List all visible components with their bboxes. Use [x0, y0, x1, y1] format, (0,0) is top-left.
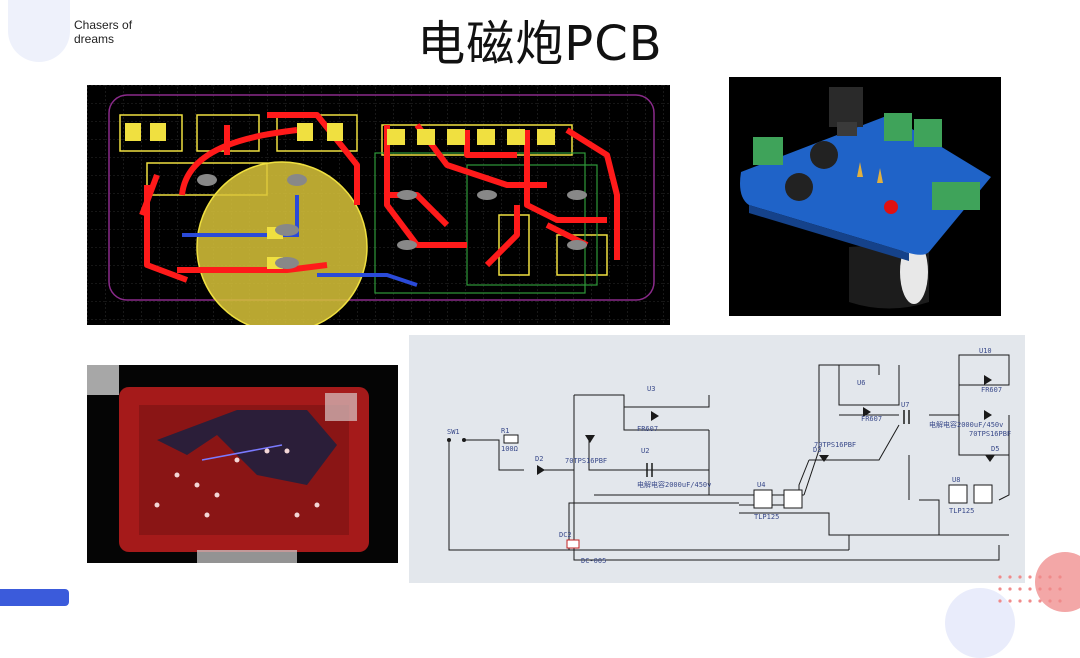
brand-line-1: Chasers of — [74, 18, 133, 32]
pcb-layout-image — [87, 85, 670, 325]
pcb-layout-graphic — [87, 85, 670, 325]
decorative-pink-circle — [1035, 552, 1080, 612]
r1-label: R1 — [501, 427, 509, 435]
u8-label: U8 — [952, 476, 960, 484]
u3-part-label: FR607 — [637, 425, 658, 433]
d3-label: D3 — [813, 446, 821, 454]
v2-part-label: 70TPS16PBF — [814, 441, 856, 449]
v1-part-label: 70TPS16PBF — [565, 457, 607, 465]
u4-part-label: TLP125 — [754, 513, 779, 521]
u9-part-label: 电解电容2000uF/450v — [929, 420, 1003, 429]
pcb-3d-graphic — [729, 77, 1001, 316]
u8-part-label: TLP125 — [949, 507, 974, 515]
pcb-copper-image — [87, 365, 398, 563]
schematic-image: SW1 R1 100Ω D2 U3 FR607 U2 电解电容2000uF/45… — [409, 335, 1025, 583]
brand-decoration — [8, 0, 70, 62]
pcb-copper-graphic — [87, 365, 398, 563]
brand-label: Chasers of dreams — [74, 18, 164, 46]
d5-label: D5 — [991, 445, 999, 453]
u2-label: U2 — [641, 447, 649, 455]
u10-part-label: FR607 — [981, 386, 1002, 394]
u4-label: U4 — [757, 481, 765, 489]
dc2-part-label: DC-005 — [581, 557, 606, 565]
u7-label: U7 — [901, 401, 909, 409]
slide-title: 电磁炮PCB — [417, 16, 663, 72]
pcb-3d-render-image — [729, 77, 1001, 316]
sw1-label: SW1 — [447, 428, 460, 436]
decorative-dots — [998, 575, 1062, 603]
accent-bar — [0, 589, 69, 606]
u10-label: U10 — [979, 347, 992, 355]
dc2-label: DC2 — [559, 531, 572, 539]
u2-part-label: 电解电容2000uF/450v — [637, 480, 711, 489]
d2-label: D2 — [535, 455, 543, 463]
schematic-graphic: SW1 R1 100Ω D2 U3 FR607 U2 电解电容2000uF/45… — [409, 335, 1025, 583]
brand-line-2: dreams — [74, 32, 115, 46]
u6-part-label: FR607 — [861, 415, 882, 423]
u3-label: U3 — [647, 385, 655, 393]
u6-label: U6 — [857, 379, 865, 387]
r1-value-label: 100Ω — [501, 445, 518, 453]
v3-part-label: 70TPS16PBF — [969, 430, 1011, 438]
